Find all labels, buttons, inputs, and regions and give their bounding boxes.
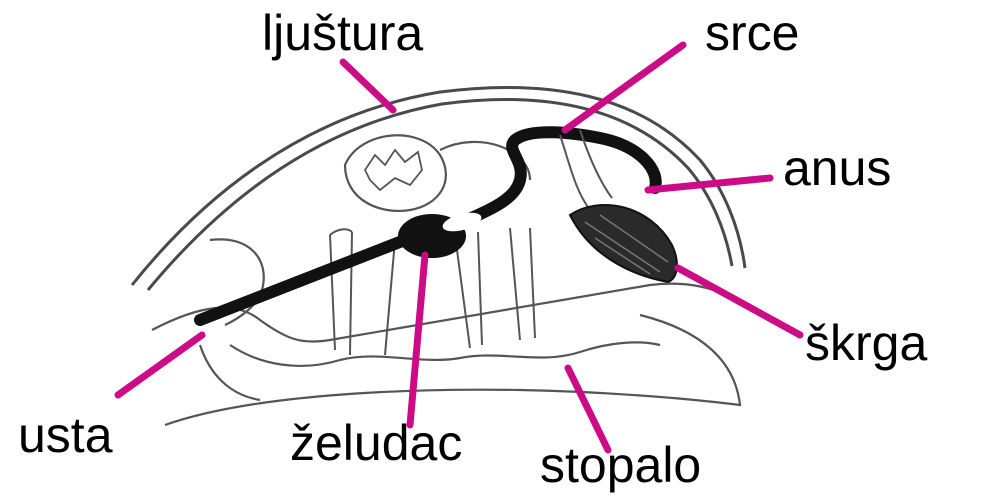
digestive-gland [345,135,446,211]
leader-stomach [410,255,425,425]
label-stomach: želudac [290,418,462,468]
leader-anus [648,178,770,190]
label-mouth: usta [18,410,113,460]
leader-mouth [118,335,202,395]
leader-shell [343,62,393,110]
gland-folds [365,150,422,190]
leader-gill [678,268,800,335]
gill [570,205,677,282]
foot-outline [165,315,740,425]
label-shell: ljuštura [262,8,423,58]
label-heart: srce [705,8,799,58]
leader-heart [565,45,683,130]
label-anus: anus [783,143,891,193]
label-foot: stopalo [540,440,701,490]
label-gill: škrga [805,318,927,368]
